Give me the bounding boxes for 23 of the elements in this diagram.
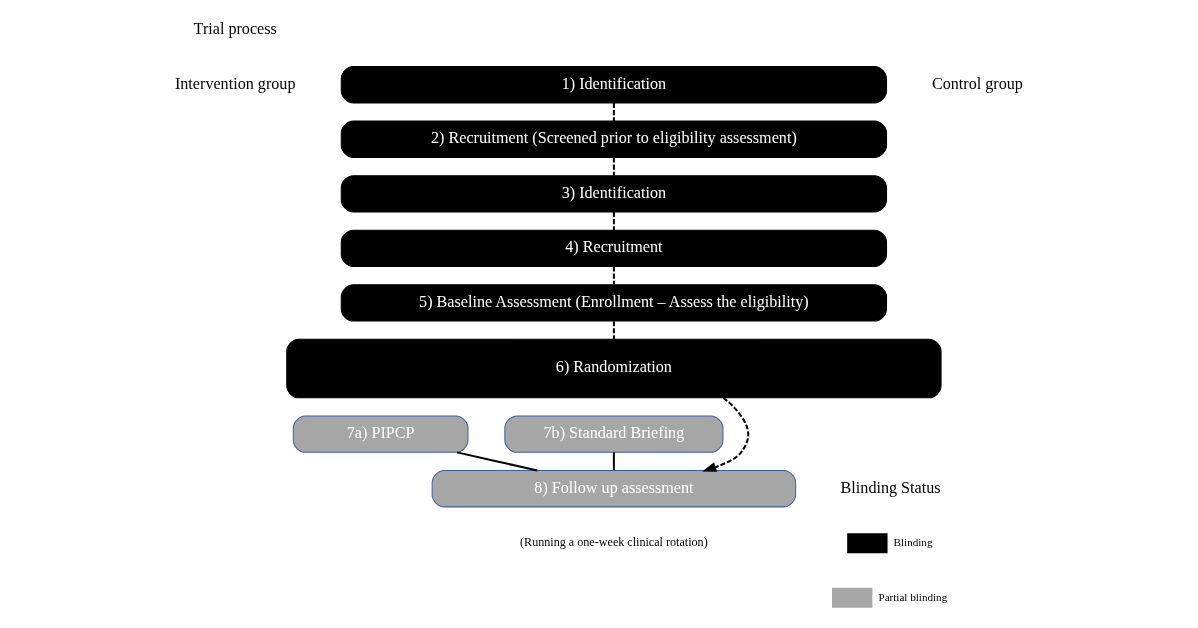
label: Trial process — [193, 20, 277, 38]
connector — [612, 103, 615, 121]
connector — [612, 157, 615, 176]
node-box: 7a) PIPCP — [292, 415, 469, 453]
node-box: 3) Identification — [340, 175, 888, 213]
label: Blinding Status — [840, 478, 941, 496]
node-box: 1) Identification — [340, 66, 888, 104]
connector — [612, 212, 615, 230]
node-box: 5) Baseline Assessment (Enrollment – Assess the eligibility) — [340, 284, 888, 322]
connector — [612, 266, 615, 285]
label: Intervention group — [174, 74, 296, 92]
legend-label: Partial blinding — [878, 590, 948, 603]
legend-label: Blinding — [893, 536, 933, 549]
connector — [612, 321, 615, 339]
node-box: 2) Recruitment (Screened prior to eligibility assessment) — [340, 120, 888, 158]
node-box: 7b) Standard Briefing — [504, 415, 724, 453]
arrow — [702, 397, 750, 472]
node-box: 8) Follow up assessment — [431, 470, 797, 508]
node-box: 6) Randomization — [286, 338, 942, 399]
node-label: (Running a one-week clinical rotation) — [520, 535, 708, 550]
connector — [612, 452, 615, 471]
label: Control group — [931, 74, 1023, 92]
node-box: 4) Recruitment — [340, 229, 888, 268]
